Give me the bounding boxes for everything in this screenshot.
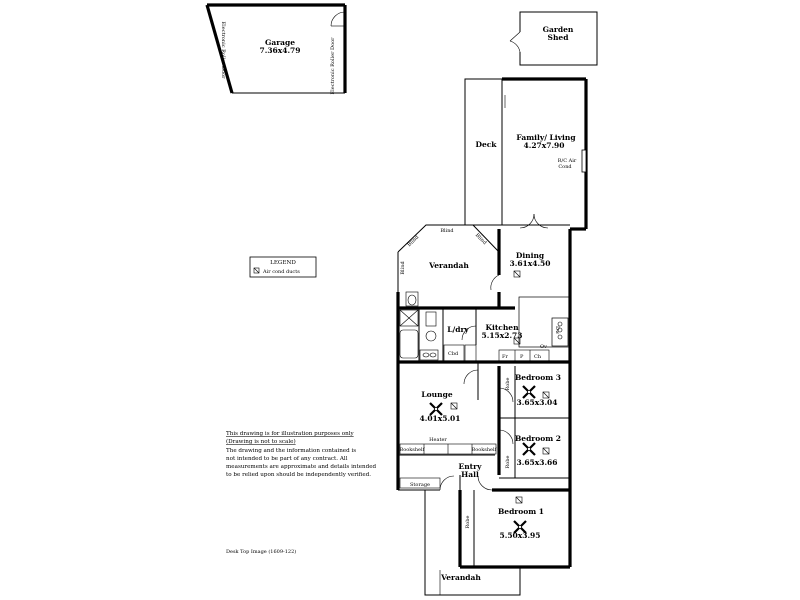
bed2-name: Bedroom 2 [515,434,561,443]
blind-label: Blind [440,228,454,234]
fan-icon [429,402,443,416]
fan-icon [522,385,536,399]
blind-label: Blind [406,234,420,248]
bookshelf-label: Bookshelf [472,447,498,453]
house-walls [396,77,588,596]
verandah-top-label: Verandah [428,261,469,270]
heater-label: Heater [429,437,447,443]
legend-title: LEGEND [270,260,296,266]
disclaimer-heading1: This drawing is for illustration purpose… [226,431,355,437]
disclaimer-line: measurements are approximate and details… [226,464,377,470]
bed2-size: 3.65x3.66 [516,458,557,467]
entry-line1: Entry [459,462,483,471]
duct-icon [450,402,458,410]
shed-line2: Shed [548,33,570,42]
storage-label: Storage [410,482,430,488]
entry-line2: Hall [461,470,479,479]
duct-icon [513,337,521,345]
garden-shed: Garden Shed [509,11,598,66]
duct-icon [515,496,523,504]
kitchen-name: Kitchen [485,323,519,332]
bed1-size: 5.50x3.95 [499,531,540,540]
air-cond-ducts [450,270,550,504]
disclaimer-line: The drawing and the information containe… [226,448,356,454]
disclaimer-line: to be relied upon should be independentl… [226,472,371,478]
robe-label: Robe [505,455,511,468]
kitchen-size: 5.15x2.73 [481,331,522,340]
robe-label: Robe [465,515,471,528]
legend-item: Air cond ducts [262,269,300,275]
family-name: Family/ Living [516,133,576,142]
fan-icon [513,520,527,534]
ceiling-fans [429,385,536,534]
deck-label: Deck [475,140,497,149]
legend: LEGEND Air cond ducts [249,256,317,278]
garage-door-left: Electronic Roller Door [220,22,226,80]
disclaimer-line: not intended to be part of any contract.… [226,456,348,462]
p-label: P [520,354,524,360]
garage-name: Garage [265,38,295,47]
cbd-label: Cbd [448,351,459,357]
fr-label: Fr [502,354,508,360]
ov-label: Ov [540,344,547,350]
fan-icon [522,442,536,456]
rc-air-line2: Cond [558,164,572,170]
rc-air-line1: R/C Air [558,158,577,164]
bookshelf-label: Bookshelf [400,447,426,453]
dining-size: 3.61x4.50 [509,259,550,268]
dining-name: Dining [516,251,545,260]
footer-image-id: Desk Top Image (1609-122) [226,548,296,555]
lounge-size: 4.01x5.01 [419,414,460,423]
disclaimer: This drawing is for illustration purpose… [226,431,377,478]
blind-label: Blind [400,261,406,275]
robe-label: Robe [505,377,511,390]
dw-label: Dw [554,326,560,335]
bed3-size: 3.65x3.04 [516,398,557,407]
duct-icon [253,267,260,274]
garage: Garage 7.36x4.79 Electronic Roller Door … [205,3,347,95]
ch-label: Ch [534,354,542,360]
family-size: 4.27x7.90 [523,141,564,150]
garage-door-right: Electronic Roller Door [330,37,336,95]
disclaimer-heading2: (Drawing is not to scale) [226,438,296,445]
duct-icon [542,447,550,455]
duct-icon [513,270,521,278]
shed-line1: Garden [543,25,574,34]
garage-size: 7.36x4.79 [259,46,300,55]
laundry-label: L/dry [447,325,469,334]
bed1-name: Bedroom 1 [498,507,544,516]
verandah-bottom-label: Verandah [440,573,481,582]
bed3-name: Bedroom 3 [515,373,561,382]
lounge-name: Lounge [421,390,452,399]
duct-icon [542,391,550,399]
blind-label: Blind [474,232,488,246]
